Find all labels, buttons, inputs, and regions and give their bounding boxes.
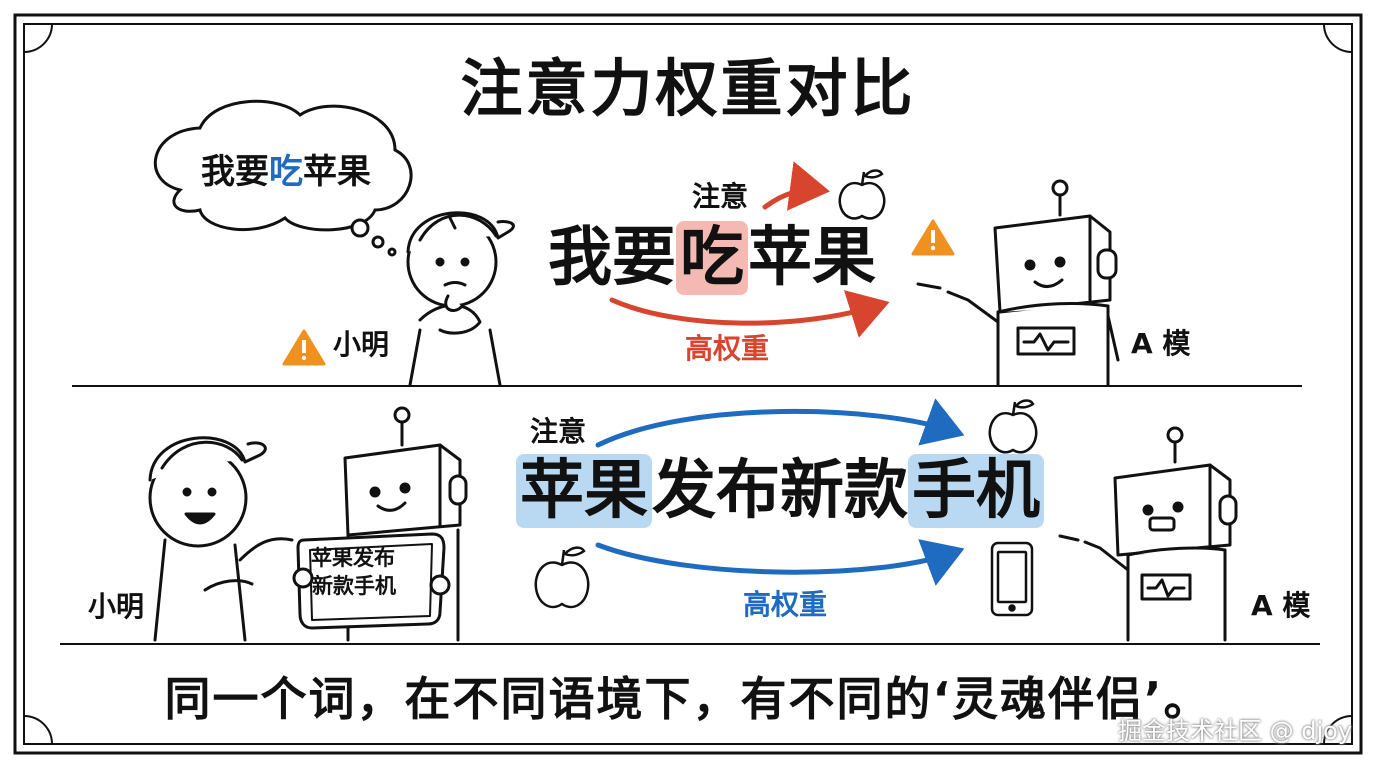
thought-text-highlight: 吃 bbox=[269, 152, 303, 192]
apple-icon bbox=[838, 169, 886, 220]
bottom-caption: 同一个词，在不同语境下，有不同的‘灵魂伴侣’。 bbox=[164, 672, 1212, 726]
warning-icon bbox=[911, 219, 955, 256]
thought-bubble bbox=[153, 99, 413, 257]
bottom-sentence-middle: 发布新款 bbox=[652, 454, 908, 528]
apple-icon bbox=[534, 546, 590, 609]
person-label: 小明 bbox=[333, 328, 390, 361]
sign-text-line2: 新款手机 bbox=[312, 574, 396, 598]
top-sentence-highlight: 吃 bbox=[676, 221, 748, 295]
robot-figure bbox=[1058, 426, 1238, 642]
thought-text-suffix: 苹果 bbox=[303, 152, 371, 192]
warning-icon bbox=[282, 329, 326, 366]
phone-icon bbox=[990, 541, 1034, 617]
bottom-sentence-highlight-1: 苹果 bbox=[516, 454, 652, 528]
top-sentence: 我要吃苹果 bbox=[548, 221, 876, 295]
high-weight-label: 高权重 bbox=[685, 332, 770, 365]
top-sentence-prefix: 我要 bbox=[548, 221, 676, 295]
top-sentence-suffix: 苹果 bbox=[748, 221, 876, 295]
person-figure bbox=[406, 211, 515, 387]
bottom-sentence-highlight-2: 手机 bbox=[908, 454, 1044, 528]
robot-figure bbox=[916, 179, 1120, 387]
watermark: 掘金技术社区 @ djoy bbox=[1118, 717, 1353, 745]
apple-icon bbox=[988, 399, 1038, 454]
bottom-sentence: 苹果发布新款手机 bbox=[516, 454, 1044, 528]
thought-text: 我要吃苹果 bbox=[158, 155, 414, 189]
robot-label: A 模 bbox=[1251, 589, 1311, 622]
page-title: 注意力权重对比 bbox=[460, 52, 916, 125]
sign-board bbox=[292, 532, 451, 630]
person-label: 小明 bbox=[88, 590, 145, 623]
high-weight-label: 高权重 bbox=[743, 588, 828, 621]
robot-label: A 模 bbox=[1131, 327, 1191, 360]
attention-label: 注意 bbox=[530, 415, 587, 448]
sign-text-line1: 苹果发布 bbox=[311, 546, 395, 570]
page-frame bbox=[13, 13, 1363, 755]
thought-text-prefix: 我要 bbox=[201, 152, 269, 192]
person-figure bbox=[148, 436, 294, 642]
attention-arrow bbox=[595, 161, 965, 586]
attention-label: 注意 bbox=[692, 180, 749, 213]
